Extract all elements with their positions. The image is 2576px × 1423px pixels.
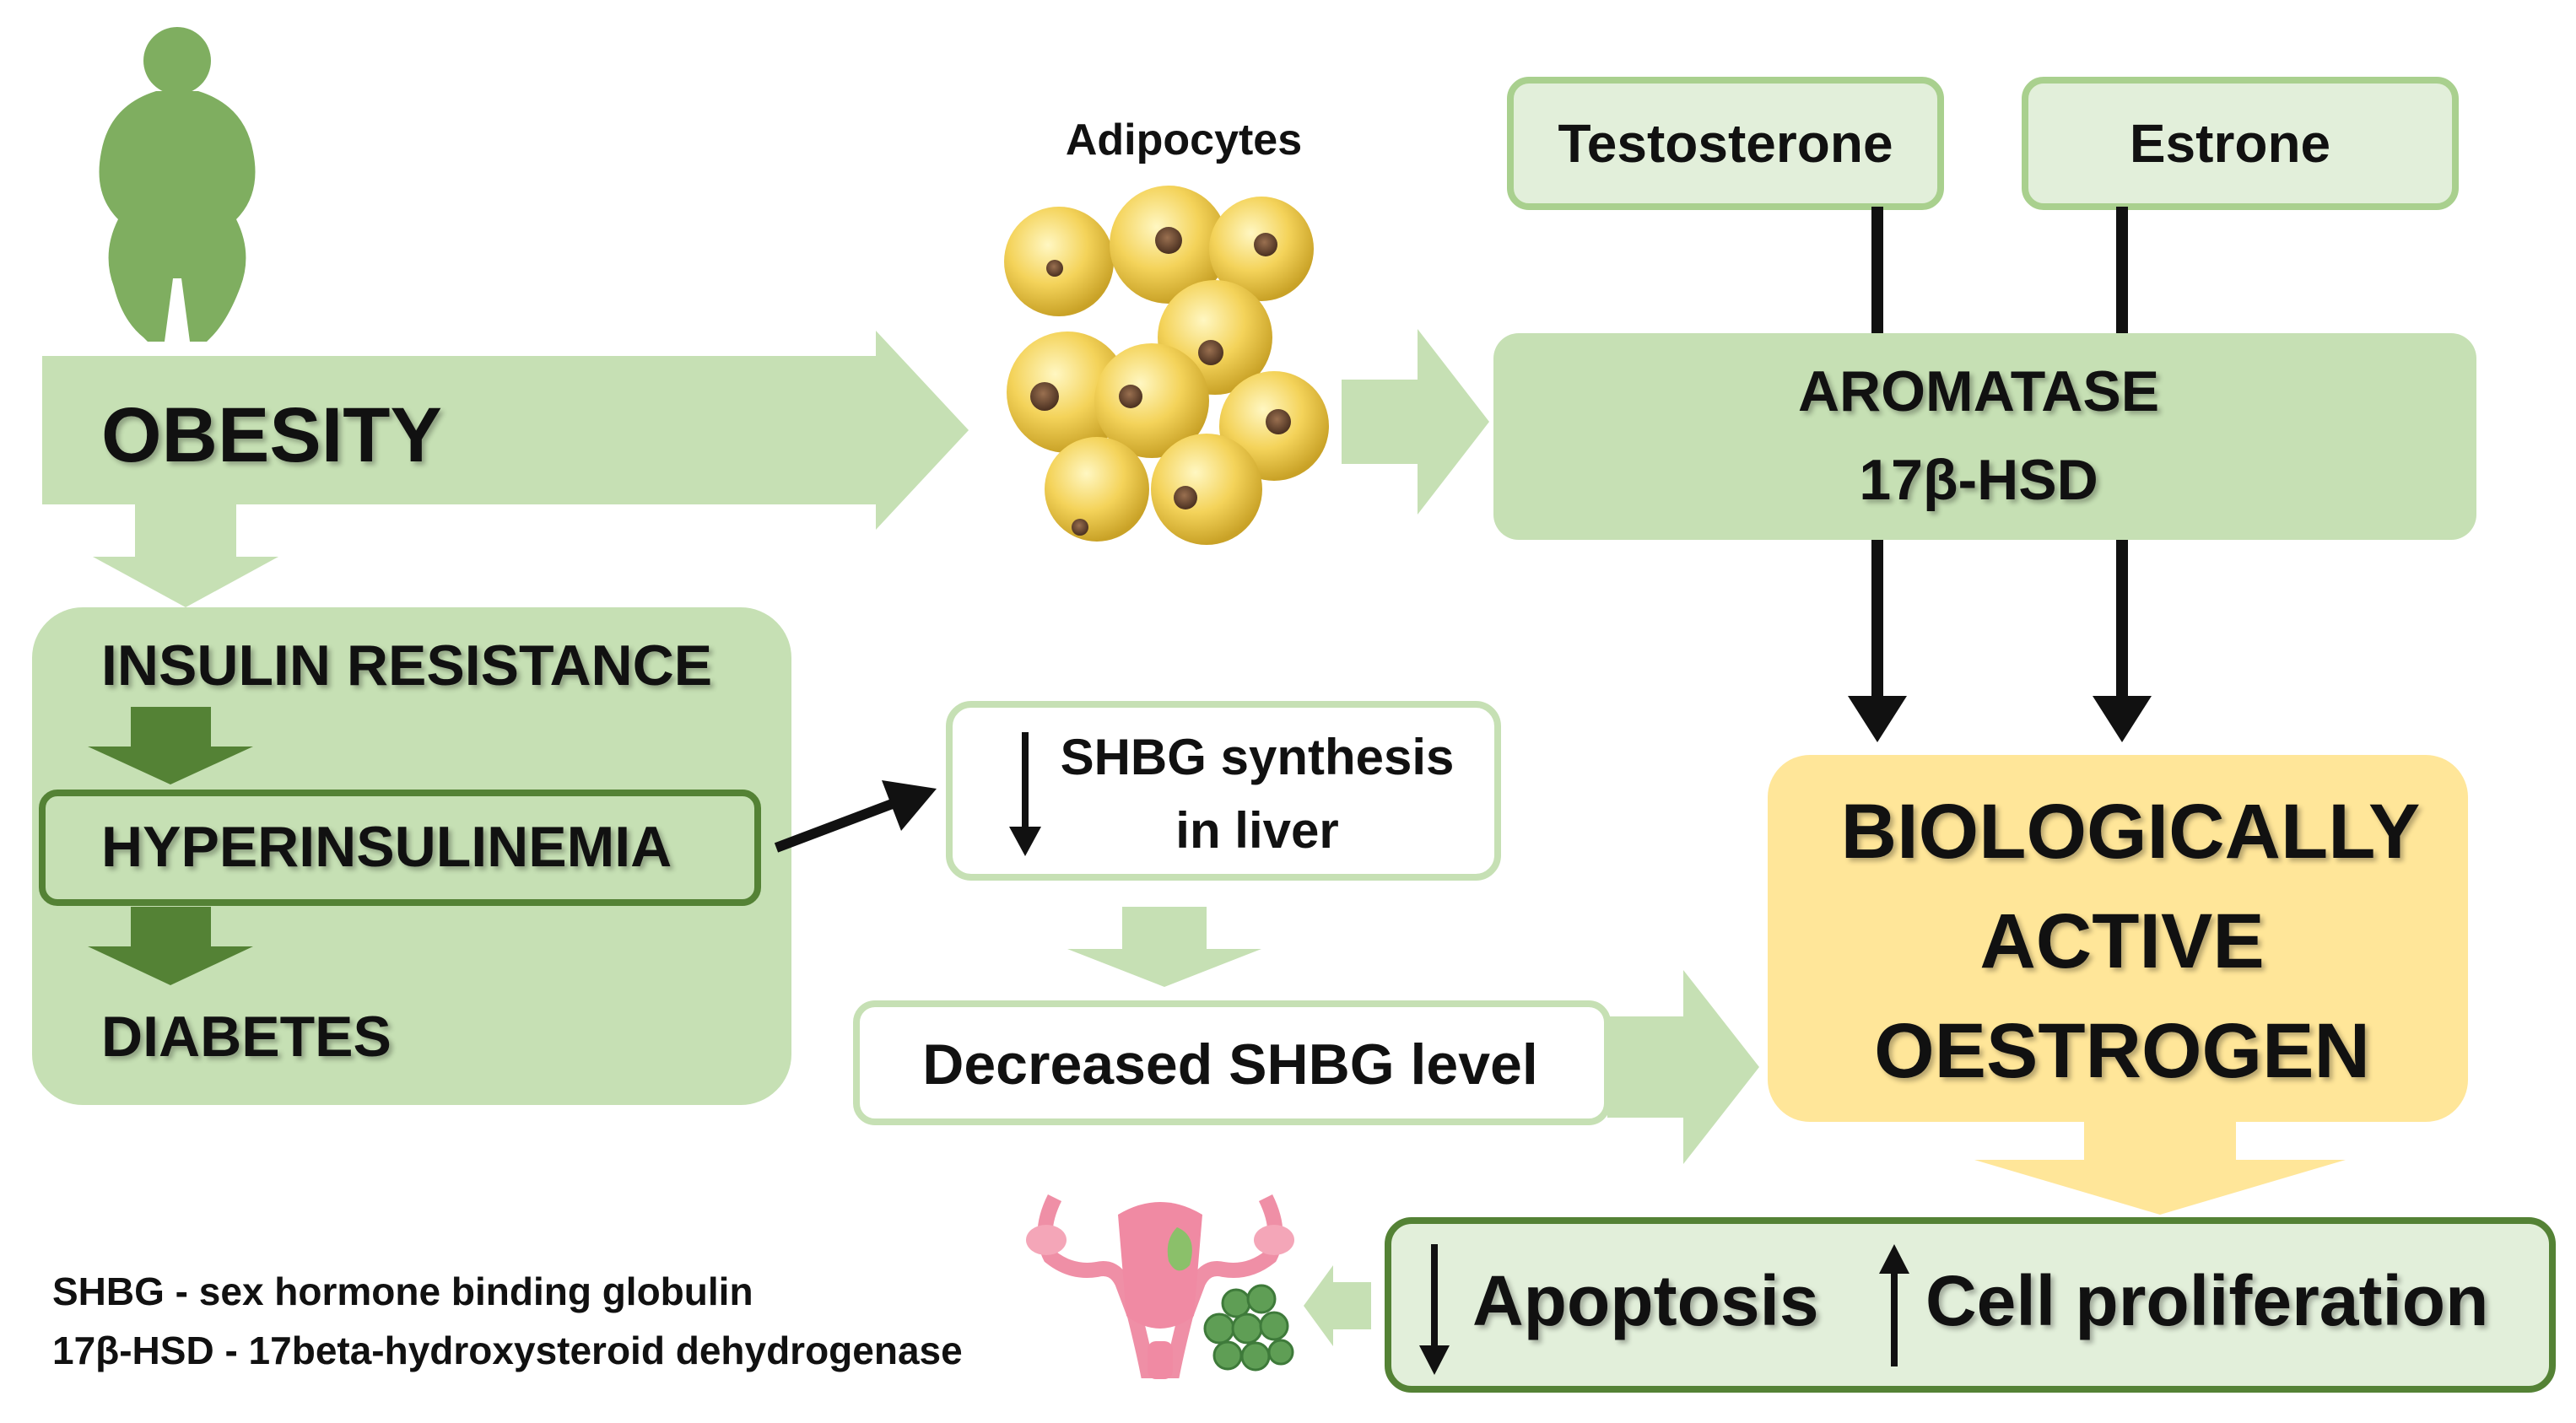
outcome-box <box>1385 1217 2556 1393</box>
oestrogen-line2: ACTIVE <box>1979 898 2265 984</box>
shbg-synthesis-line2: in liver <box>1175 802 1339 859</box>
tumor-cells-icon <box>1203 1284 1294 1372</box>
shbg-synthesis-box <box>946 701 1501 881</box>
hyper-to-shbg-arrow <box>774 798 897 853</box>
oestrogen-down-arrow <box>1974 1122 2346 1215</box>
estrone-label: Estrone <box>2129 113 2331 174</box>
hyperinsulinemia-label: HYPERINSULINEMIA <box>101 815 672 879</box>
adipocytes-arrow <box>1342 329 1489 515</box>
diabetes-label: DIABETES <box>101 1005 392 1069</box>
legend-line1: SHBG - sex hormone binding globulin <box>52 1269 753 1313</box>
adipocytes-label: Adipocytes <box>1065 116 1303 164</box>
insulin-down-arrow <box>88 707 253 784</box>
shbg-down-arrow <box>1067 907 1261 987</box>
testosterone-box <box>1507 77 1944 210</box>
decreased-shbg-label: Decreased SHBG level <box>922 1032 1538 1097</box>
obesity-arrow-shape <box>42 331 969 530</box>
estrone-box <box>2022 77 2459 210</box>
oestrogen-box <box>1768 755 2468 1122</box>
hyper-down-arrow <box>88 907 253 985</box>
oestrogen-line3: OESTROGEN <box>1874 1008 2370 1094</box>
obese-person-icon <box>99 27 256 342</box>
legend-line2: 17β-HSD - 17beta-hydroxysteroid dehydrog… <box>52 1329 963 1372</box>
shbg-synthesis-line1: SHBG synthesis <box>1060 729 1455 785</box>
obesity-down-arrow <box>93 504 278 607</box>
apoptosis-down-icon <box>1419 1345 1450 1375</box>
outcome-to-uterus-arrow <box>1304 1265 1371 1346</box>
insulin-resistance-label: INSULIN RESISTANCE <box>101 633 713 698</box>
apoptosis-label: Apoptosis <box>1472 1261 1819 1340</box>
oestrogen-line1: BIOLOGICALLY <box>1840 789 2421 875</box>
testosterone-label: Testosterone <box>1558 113 1893 174</box>
hyperinsulinemia-box <box>39 790 761 906</box>
aromatase-box <box>1493 333 2476 540</box>
obesity-label: OBESITY <box>101 392 442 478</box>
uterus-icon <box>1026 1194 1294 1379</box>
shbg-down-icon <box>1009 827 1041 856</box>
decreased-to-oestrogen-arrow <box>1607 970 1759 1164</box>
cell-proliferation-label: Cell proliferation <box>1925 1261 2489 1340</box>
proliferation-up-icon <box>1879 1244 1909 1274</box>
adipocytes-icon <box>1004 186 1329 545</box>
aromatase-label: AROMATASE <box>1797 359 2160 423</box>
hsd-label: 17β-HSD <box>1859 448 2098 512</box>
